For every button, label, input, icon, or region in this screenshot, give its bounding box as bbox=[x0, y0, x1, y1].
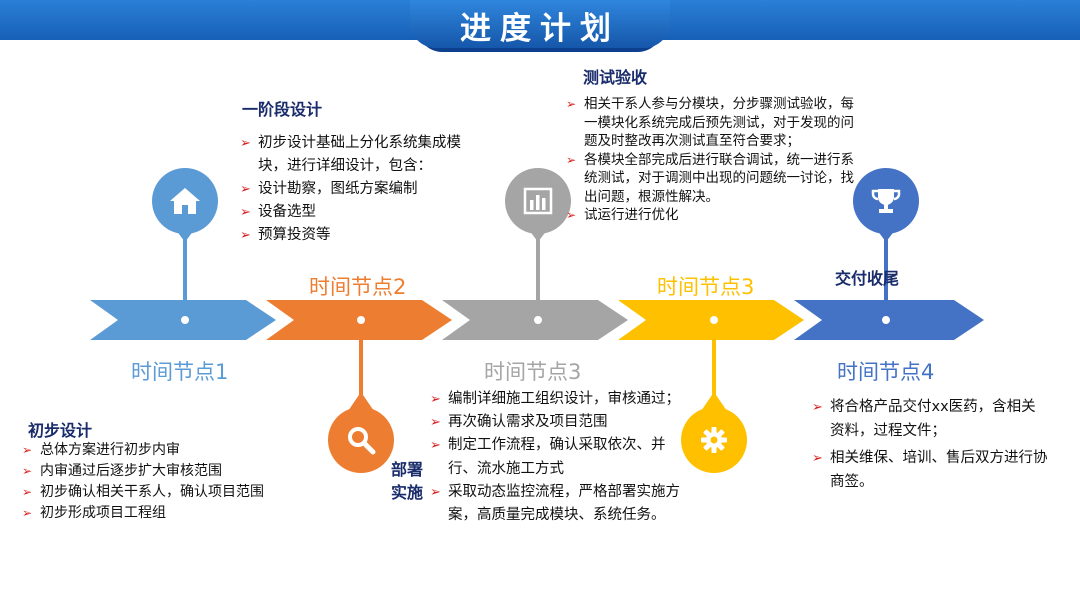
arrow-bullet-icon: ➢ bbox=[22, 506, 33, 520]
arrow-bullet-icon: ➢ bbox=[240, 228, 251, 243]
pin-stem-5 bbox=[884, 228, 888, 320]
arrow-bullet-icon: ➢ bbox=[430, 392, 441, 407]
testing-heading: 测试验收 bbox=[583, 68, 648, 87]
arrow-bullet-icon: ➢ bbox=[430, 415, 441, 431]
bullet-text: 总体方案进行初步内审 bbox=[40, 442, 180, 458]
bullet-text: 制定工作流程，确认采取依次、并行、流水施工方式 bbox=[448, 437, 666, 477]
deploy-heading-line1: 部署 bbox=[391, 460, 424, 479]
arrow-bullet-icon: ➢ bbox=[22, 464, 33, 478]
bullet-text: 编制详细施工组织设计，审核通过； bbox=[448, 391, 680, 407]
list-item: ➢ 编制详细施工组织设计，审核通过； bbox=[430, 388, 692, 411]
delivery-bullets: ➢ 将合格产品交付xx医药，含相关资料，过程文件； ➢ 相关维保、培训、售后双方进行… bbox=[812, 396, 1048, 494]
initial-bullets: ➢ 总体方案进行初步内审 ➢ 内审通过后逐步扩大审核范围 ➢ 初步确认相关干系人，确认… bbox=[22, 440, 304, 524]
pin-stem-4 bbox=[712, 322, 716, 402]
list-item: ➢ 总体方案进行初步内审 bbox=[22, 440, 304, 461]
pin-stem-2 bbox=[359, 322, 363, 402]
arrow-bullet-icon: ➢ bbox=[812, 451, 823, 466]
search-icon bbox=[328, 407, 394, 473]
list-item: ➢ 设计勘察，图纸方案编制 bbox=[240, 178, 488, 201]
testing-bullets: ➢ 相关干系人参与分模块，分步骤测试验收，每一模块化系统完成后预先测试，对于发现的… bbox=[566, 95, 858, 225]
list-item: ➢ 预算投资等 bbox=[240, 224, 488, 247]
arrow-bullet-icon: ➢ bbox=[22, 485, 33, 499]
list-item: ➢ 设备选型 bbox=[240, 201, 488, 224]
node-label-3-bottom: 时间节点3 bbox=[484, 360, 582, 384]
bullet-text: 内审通过后逐步扩大审核范围 bbox=[40, 463, 222, 479]
list-item: ➢ 初步设计基础上分化系统集成模块，进行详细设计，包含： bbox=[240, 132, 488, 178]
pin-circle-2 bbox=[328, 407, 394, 473]
phase1-heading: 一阶段设计 bbox=[242, 100, 323, 119]
bullet-text: 初步形成项目工程组 bbox=[40, 505, 166, 521]
phase1-bullets: ➢ 初步设计基础上分化系统集成模块，进行详细设计，包含： ➢ 设计勘察，图纸方案编制… bbox=[240, 132, 488, 247]
initial-heading: 初步设计 bbox=[28, 421, 93, 440]
arrow-bullet-icon: ➢ bbox=[566, 208, 577, 222]
list-item: ➢ 内审通过后逐步扩大审核范围 bbox=[22, 461, 304, 482]
bullet-text: 采取动态监控流程，严格部署实施方案，高质量完成模块、系统任务。 bbox=[448, 483, 680, 524]
bullet-text: 试运行进行优化 bbox=[584, 207, 679, 223]
bullet-text: 预算投资等 bbox=[258, 227, 331, 243]
bar-chart-icon bbox=[505, 168, 571, 234]
list-item: ➢ 试运行进行优化 bbox=[566, 206, 858, 225]
title-banner-tab bbox=[410, 0, 670, 48]
pin-dot-2 bbox=[353, 312, 369, 328]
bullet-text: 再次确认需求及项目范围 bbox=[448, 414, 608, 431]
page-title: 进度计划 bbox=[460, 11, 620, 47]
arrow-bullet-icon: ➢ bbox=[812, 400, 823, 415]
list-item: ➢ 初步形成项目工程组 bbox=[22, 503, 304, 524]
arrow-bullet-icon: ➢ bbox=[430, 484, 441, 500]
bullet-text: 各模块全部完成后进行联合调试，统一进行系统测试，对于调测中出现的问题统一讨论，找… bbox=[584, 151, 854, 205]
pin-circle-4 bbox=[681, 407, 747, 473]
list-item: ➢ 初步确认相关干系人，确认项目范围 bbox=[22, 482, 304, 503]
arrow-bullet-icon: ➢ bbox=[240, 205, 251, 220]
node-label-1: 时间节点1 bbox=[131, 360, 229, 384]
list-item: ➢ 采取动态监控流程，严格部署实施方案，高质量完成模块、系统任务。 bbox=[430, 481, 692, 527]
arrow-bullet-icon: ➢ bbox=[240, 182, 251, 197]
pin-circle-5 bbox=[853, 168, 919, 234]
node-label-3-top: 时间节点3 bbox=[657, 275, 755, 299]
trophy-icon bbox=[853, 168, 919, 234]
node-label-4: 时间节点4 bbox=[837, 360, 935, 384]
list-item: ➢ 各模块全部完成后进行联合调试，统一进行系统测试，对于调测中出现的问题统一讨论，… bbox=[566, 151, 858, 207]
deploy-heading-line2: 实施 bbox=[391, 483, 424, 502]
gear-icon bbox=[681, 407, 747, 473]
pin-stem-1 bbox=[183, 228, 187, 320]
arrow-bullet-icon: ➢ bbox=[22, 443, 33, 457]
pin-circle-3 bbox=[505, 168, 571, 234]
bullet-text: 初步设计基础上分化系统集成模块，进行详细设计，包含： bbox=[258, 135, 461, 174]
pin-stem-3 bbox=[536, 228, 540, 320]
pin-dot-1 bbox=[177, 312, 193, 328]
list-item: ➢ 再次确认需求及项目范围 bbox=[430, 411, 692, 434]
arrow-bullet-icon: ➢ bbox=[566, 97, 577, 111]
list-item: ➢ 相关维保、培训、售后双方进行协商签。 bbox=[812, 447, 1048, 494]
bullet-text: 将合格产品交付xx医药，含相关资料，过程文件； bbox=[830, 399, 1036, 439]
home-icon bbox=[152, 168, 218, 234]
arrow-bullet-icon: ➢ bbox=[566, 152, 577, 167]
list-item: ➢ 将合格产品交付xx医药，含相关资料，过程文件； bbox=[812, 396, 1048, 443]
list-item: ➢ 制定工作流程，确认采取依次、并行、流水施工方式 bbox=[430, 434, 692, 480]
arrow-bullet-icon: ➢ bbox=[430, 438, 441, 454]
bullet-text: 初步确认相关干系人，确认项目范围 bbox=[40, 484, 264, 500]
node-label-2: 时间节点2 bbox=[309, 275, 407, 299]
pin-dot-4 bbox=[706, 312, 722, 328]
bullet-text: 设备选型 bbox=[258, 204, 316, 220]
deploy-bullets: ➢ 编制详细施工组织设计，审核通过； ➢ 再次确认需求及项目范围 ➢ 制定工作流程，确… bbox=[430, 388, 692, 527]
list-item: ➢ 相关干系人参与分模块，分步骤测试验收，每一模块化系统完成后预先测试，对于发现的… bbox=[566, 95, 858, 151]
bullet-text: 设计勘察，图纸方案编制 bbox=[258, 181, 418, 197]
pin-dot-3 bbox=[530, 312, 546, 328]
delivery-heading: 交付收尾 bbox=[835, 269, 900, 288]
bullet-text: 相关维保、培训、售后双方进行协商签。 bbox=[830, 450, 1048, 490]
bullet-text: 相关干系人参与分模块，分步骤测试验收，每一模块化系统完成后预先测试，对于发现的问… bbox=[584, 96, 854, 149]
arrow-bullet-icon: ➢ bbox=[240, 136, 251, 151]
pin-circle-1 bbox=[152, 168, 218, 234]
pin-dot-5 bbox=[878, 312, 894, 328]
